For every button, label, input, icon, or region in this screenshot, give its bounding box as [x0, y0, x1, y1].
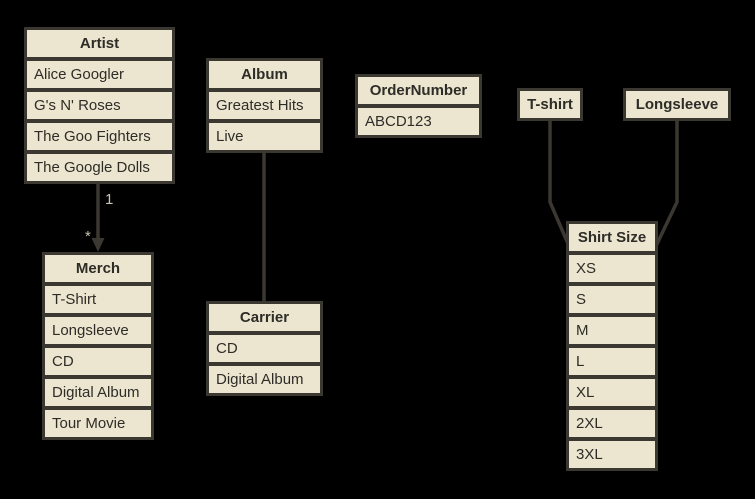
table-shirtsize-row[interactable]: 2XL [569, 410, 655, 437]
table-header-artist[interactable]: Artist [27, 30, 172, 57]
table-header-carrier[interactable]: Carrier [209, 304, 320, 331]
multiplicity-many-label: * [85, 228, 91, 245]
multiplicity-one-label: 1 [105, 191, 114, 208]
table-shirtsize-row[interactable]: M [569, 317, 655, 344]
entity-table-carrier[interactable]: Carrier CD Digital Album [206, 301, 323, 396]
table-artist-row[interactable]: The Goo Fighters [27, 123, 172, 150]
connector-longsleeve-shirtsize[interactable] [654, 120, 679, 247]
table-merch-row[interactable]: Tour Movie [45, 410, 151, 437]
table-ordernumber-row[interactable]: ABCD123 [358, 108, 479, 135]
table-merch-row[interactable]: CD [45, 348, 151, 375]
entity-table-ordernumber[interactable]: OrderNumber ABCD123 [355, 74, 482, 138]
table-album-row[interactable]: Greatest Hits [209, 92, 320, 119]
box-label-longsleeve[interactable]: Longsleeve [626, 91, 728, 118]
table-carrier-row[interactable]: Digital Album [209, 366, 320, 393]
table-merch-row[interactable]: Digital Album [45, 379, 151, 406]
table-carrier-row[interactable]: CD [209, 335, 320, 362]
table-artist-row[interactable]: Alice Googler [27, 61, 172, 88]
table-merch-row[interactable]: Longsleeve [45, 317, 151, 344]
table-header-merch[interactable]: Merch [45, 255, 151, 282]
connector-tshirt-shirtsize[interactable] [548, 120, 571, 247]
arrowhead-artist-merch [91, 238, 105, 252]
table-merch-row[interactable]: T-Shirt [45, 286, 151, 313]
shape-box-tshirt[interactable]: T-shirt [517, 88, 583, 121]
shape-box-longsleeve[interactable]: Longsleeve [623, 88, 731, 121]
table-album-row[interactable]: Live [209, 123, 320, 150]
table-shirtsize-row[interactable]: L [569, 348, 655, 375]
table-shirtsize-row[interactable]: S [569, 286, 655, 313]
table-artist-row[interactable]: The Google Dolls [27, 154, 172, 181]
table-artist-row[interactable]: G's N' Roses [27, 92, 172, 119]
table-shirtsize-row[interactable]: 3XL [569, 441, 655, 468]
table-header-shirtsize[interactable]: Shirt Size [569, 224, 655, 251]
table-header-album[interactable]: Album [209, 61, 320, 88]
table-shirtsize-row[interactable]: XS [569, 255, 655, 282]
box-label-tshirt[interactable]: T-shirt [520, 91, 580, 118]
table-header-ordernumber[interactable]: OrderNumber [358, 77, 479, 104]
table-shirtsize-row[interactable]: XL [569, 379, 655, 406]
